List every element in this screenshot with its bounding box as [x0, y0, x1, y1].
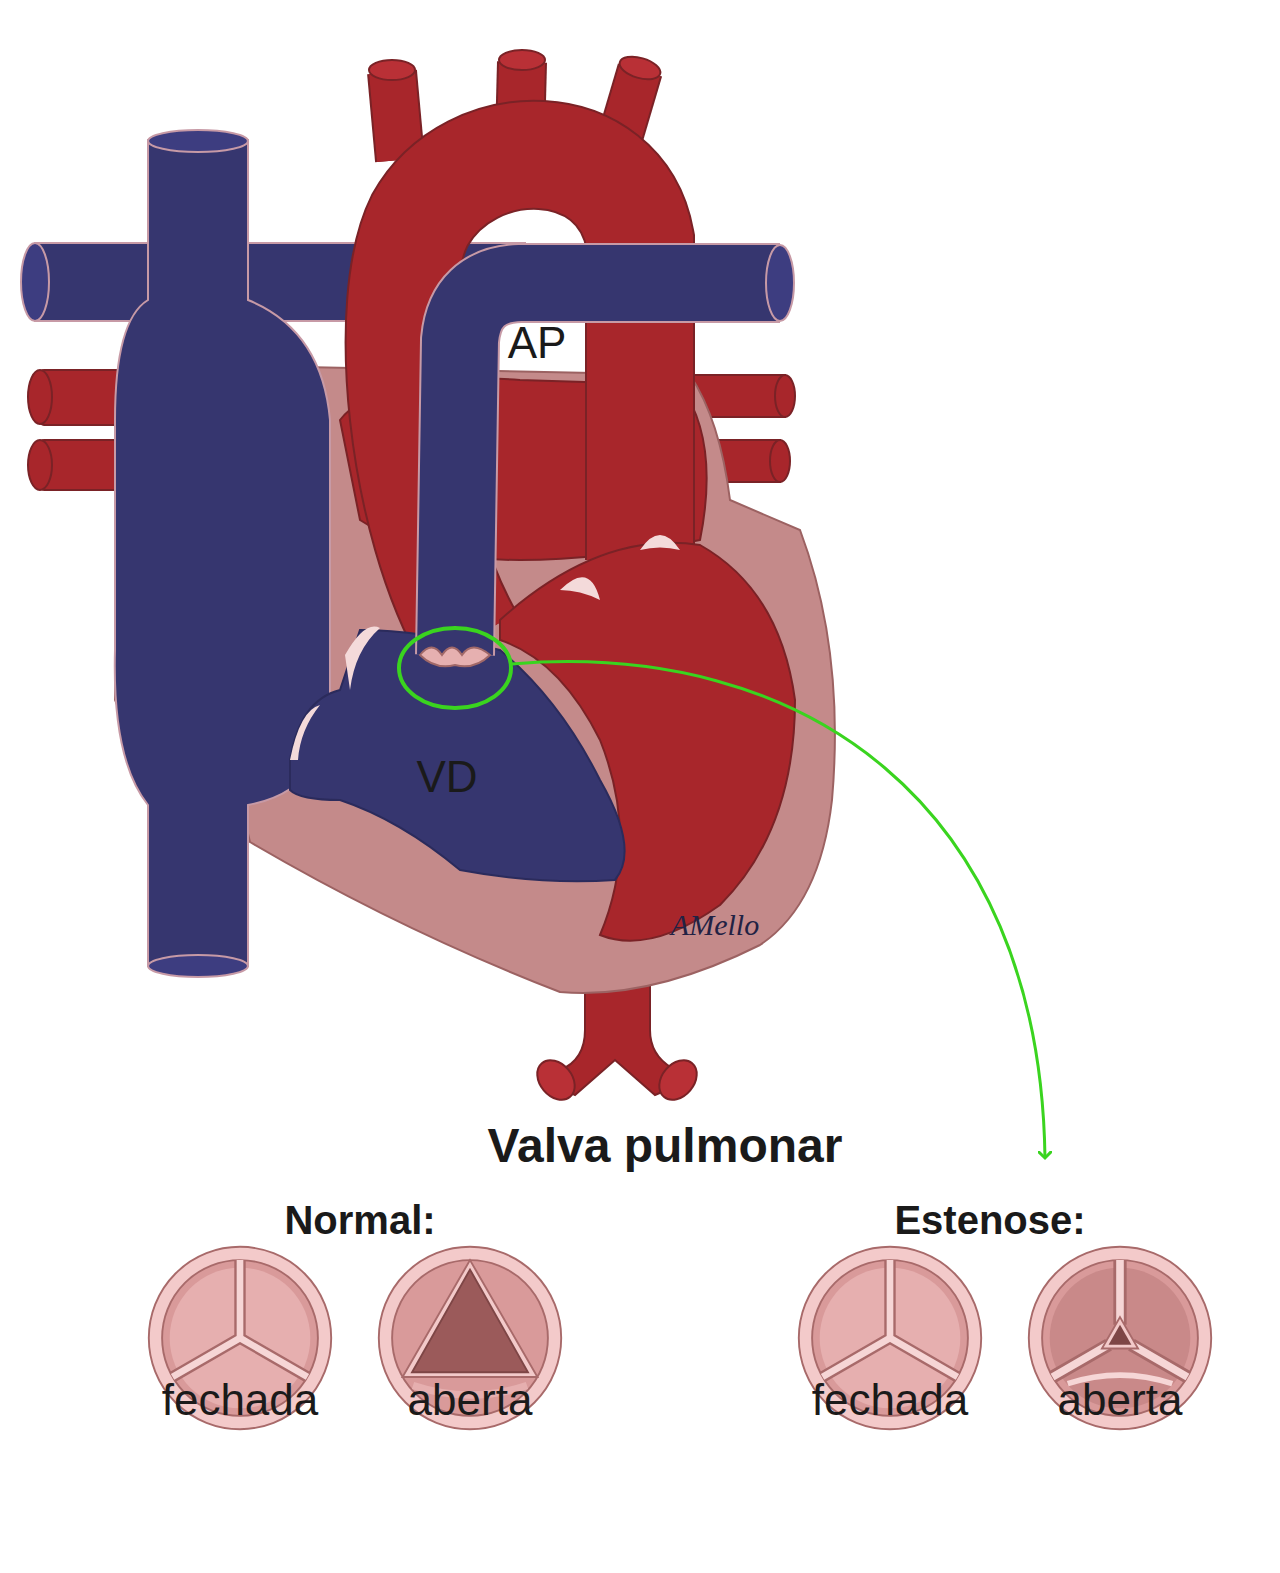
branch-end — [499, 50, 545, 70]
valve-node: fechada — [795, 1243, 985, 1433]
group-heading: Normal: — [284, 1198, 435, 1243]
branch — [392, 72, 400, 160]
right-ventricle — [290, 630, 625, 881]
valve-node: aberta — [1025, 1243, 1215, 1433]
vena-cava-end — [148, 130, 248, 152]
valve-caption: aberta — [345, 1375, 595, 1425]
vein-end — [28, 440, 52, 490]
papillary-marks — [560, 535, 680, 600]
leader-arrow — [512, 662, 1045, 1158]
vein-end — [775, 375, 795, 417]
branch-end — [21, 243, 49, 321]
valve-caption: aberta — [995, 1375, 1245, 1425]
opening-border — [1102, 1317, 1138, 1348]
signature: AMello — [671, 908, 759, 942]
vena-cava-end — [148, 955, 248, 977]
highlight-circle — [399, 628, 511, 708]
pulmonary-trunk-outline — [455, 283, 780, 655]
right-atrium-cavae — [115, 140, 330, 966]
commissure — [823, 1260, 958, 1377]
valve-caption: fechada — [765, 1375, 1015, 1425]
pulmonary-valve — [420, 648, 490, 667]
branch-end — [617, 53, 663, 84]
branch-end — [369, 60, 415, 80]
vein-end — [770, 440, 790, 482]
group-heading: Estenose: — [894, 1198, 1085, 1243]
structure-label: VD — [416, 752, 477, 802]
valve-opening — [412, 1270, 528, 1373]
pulmonary-branch-end — [766, 245, 794, 321]
commissure-outline — [823, 1260, 958, 1377]
opening-border — [403, 1260, 538, 1377]
valve-caption: fechada — [115, 1375, 365, 1425]
commissure-outline — [173, 1260, 308, 1377]
iliac-end — [530, 1053, 583, 1107]
commissure — [173, 1260, 308, 1377]
branch-outline — [392, 72, 400, 160]
commissure — [1053, 1260, 1188, 1377]
vein-end — [28, 370, 52, 424]
valve-opening — [1109, 1325, 1132, 1345]
iliac-end — [652, 1053, 705, 1107]
valve-node: aberta — [375, 1243, 565, 1433]
diagram-title: Valva pulmonar — [488, 1118, 843, 1173]
pulmonary-trunk — [455, 283, 780, 655]
valve-node: fechada — [145, 1243, 335, 1433]
commissure-outline — [1053, 1260, 1188, 1377]
papillary-marks — [290, 627, 380, 760]
structure-label: AP — [508, 318, 567, 368]
